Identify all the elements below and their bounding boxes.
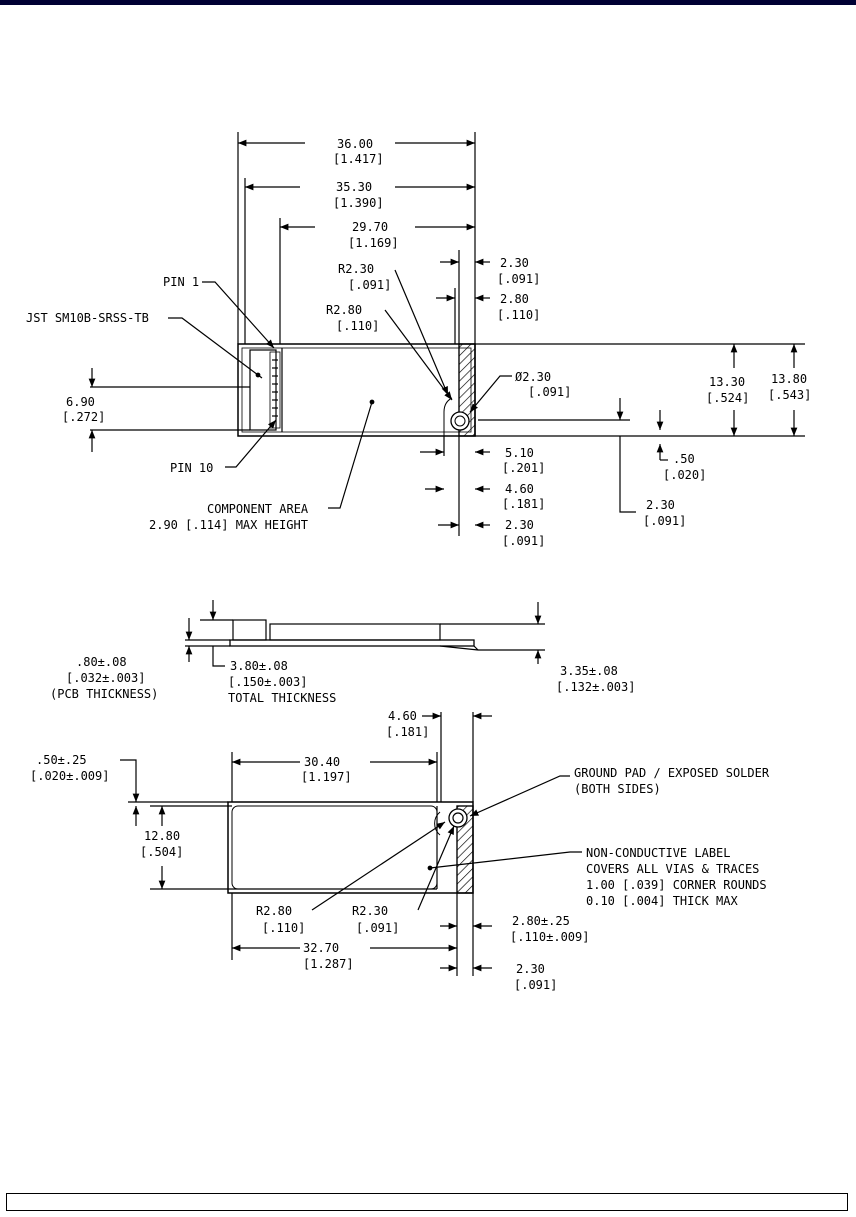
w280-in: [.110] (497, 308, 540, 322)
label-note-2: COVERS ALL VIAS & TRACES (586, 862, 759, 876)
pin10-label: PIN 10 (170, 461, 213, 475)
bottom-view (120, 712, 582, 976)
w230-label: 2.30 (500, 256, 529, 270)
r230-label: R2.30 (338, 262, 374, 276)
header-bar (0, 0, 856, 5)
top-view (88, 132, 805, 536)
overall-length: 36.00 (337, 137, 373, 151)
d460-label: 4.60 (505, 482, 534, 496)
bottom-r230: R2.30 (352, 904, 388, 918)
d460-in: [.181] (502, 497, 545, 511)
pad-height-in: [.504] (140, 845, 183, 859)
label-note-1: NON-CONDUCTIVE LABEL (586, 846, 731, 860)
thk335-in: [.132±.003] (556, 680, 635, 694)
diameter-in: [.091] (528, 385, 571, 399)
total-thickness: 3.80±.08 (230, 659, 288, 673)
bottom-total: 32.70 (303, 941, 339, 955)
pcb-length: 35.30 (336, 180, 372, 194)
bottom-view-labels: 4.60 [.181] .50±.25 [.020±.009] 30.40 [1… (30, 709, 770, 992)
label-note-3: 1.00 [.039] CORNER ROUNDS (586, 878, 767, 892)
bottom-r230-in: [.091] (356, 921, 399, 935)
d230b-in: [.091] (502, 534, 545, 548)
d510-in: [.201] (502, 461, 545, 475)
connector-height: 6.90 (66, 395, 95, 409)
bottom-r280: R2.80 (256, 904, 292, 918)
r280-label: R2.80 (326, 303, 362, 317)
d050-label: .50 (673, 452, 695, 466)
pcb-thickness: .80±.08 (76, 655, 127, 669)
r280-in: [.110] (336, 319, 379, 333)
thk335: 3.35±.08 (560, 664, 618, 678)
d230c-label: 2.30 (646, 498, 675, 512)
pad-length-in: [1.197] (301, 770, 352, 784)
pad-height: 12.80 (144, 829, 180, 843)
margin-in: [.020±.009] (30, 769, 109, 783)
total-thickness-in: [.150±.003] (228, 675, 307, 689)
footer-frame (6, 1193, 848, 1211)
h1330-label: 13.30 (709, 375, 745, 389)
bottom-total-in: [1.287] (303, 957, 354, 971)
h1330-in: [.524] (706, 391, 749, 405)
pad-length: 30.40 (304, 755, 340, 769)
w280-label: 2.80 (500, 292, 529, 306)
top-view-labels: 36.00 [1.417] 35.30 [1.390] 29.70 [1.169… (26, 137, 811, 548)
component-area-height: 2.90 [.114] MAX HEIGHT (149, 518, 308, 532)
d510-label: 5.10 (505, 446, 534, 460)
component-length: 29.70 (352, 220, 388, 234)
r230-in: [.091] (348, 278, 391, 292)
component-area-label: COMPONENT AREA (207, 502, 309, 516)
h1380-label: 13.80 (771, 372, 807, 386)
overall-length-in: [1.417] (333, 152, 384, 166)
d050-in: [.020] (663, 468, 706, 482)
ground-pad-label: GROUND PAD / EXPOSED SOLDER (574, 766, 770, 780)
diameter-label: Ø2.30 (515, 370, 551, 384)
pin1-label: PIN 1 (163, 275, 199, 289)
margin-label: .50±.25 (36, 753, 87, 767)
bottom-d230: 2.30 (516, 962, 545, 976)
bottom-r280-in: [.110] (262, 921, 305, 935)
label-note-4: 0.10 [.004] THICK MAX (586, 894, 738, 908)
pcb-length-in: [1.390] (333, 196, 384, 210)
bottom-d460: 4.60 (388, 709, 417, 723)
bottom-d460-in: [.181] (386, 725, 429, 739)
pcb-thickness-label: (PCB THICKNESS) (50, 687, 158, 701)
connector-label: JST SM10B-SRSS-TB (26, 311, 149, 325)
side-view-labels: .80±.08 [.032±.003] (PCB THICKNESS) 3.80… (50, 655, 635, 705)
d230c-in: [.091] (643, 514, 686, 528)
w230-in: [.091] (497, 272, 540, 286)
h1380-in: [.543] (768, 388, 811, 402)
pcb-thickness-in: [.032±.003] (66, 671, 145, 685)
bottom-d230-in: [.091] (514, 978, 557, 992)
connector-height-in: [.272] (62, 410, 105, 424)
d230b-label: 2.30 (505, 518, 534, 532)
component-length-in: [1.169] (348, 236, 399, 250)
bottom-d280-in: [.110±.009] (510, 930, 589, 944)
ground-pad-sub: (BOTH SIDES) (574, 782, 661, 796)
side-view (185, 600, 545, 667)
bottom-d280: 2.80±.25 (512, 914, 570, 928)
total-thickness-label: TOTAL THICKNESS (228, 691, 336, 705)
